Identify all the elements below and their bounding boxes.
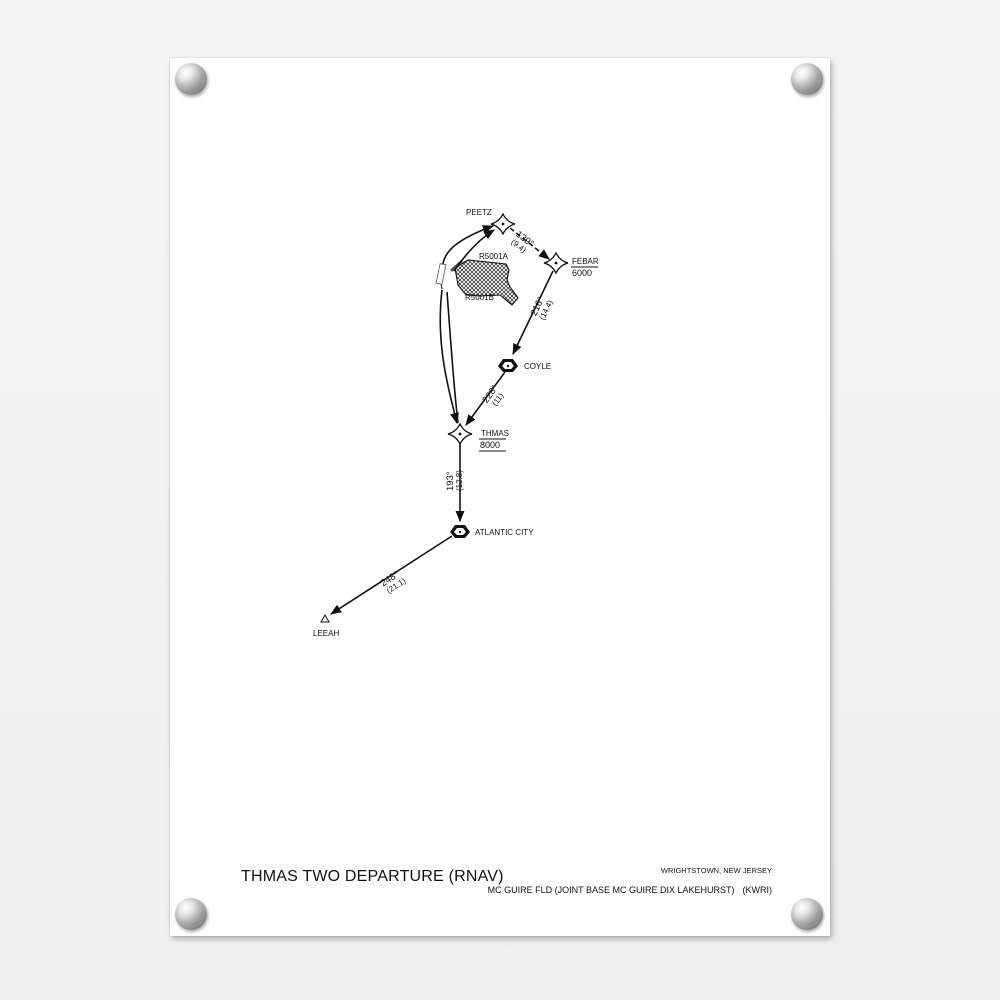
airport-line: MC GUIRE FLD (JOINT BASE MC GUIRE DIX LA… xyxy=(488,885,772,895)
label-leeah: LEEAH xyxy=(313,629,339,638)
leg-runway-thmas-2 xyxy=(446,291,459,424)
mounting-bolt-top-right xyxy=(791,63,823,95)
label-peetz: PEETZ xyxy=(466,208,492,217)
leg-runway-peetz xyxy=(442,225,495,265)
airport-name: MC GUIRE FLD (JOINT BASE MC GUIRE DIX LA… xyxy=(487,885,735,895)
leg-coyle-thmas xyxy=(465,371,506,426)
leg-label-febar-coyle: 216° (14.4) xyxy=(529,295,555,321)
chart-title: THMAS TWO DEPARTURE (RNAV) xyxy=(241,868,504,885)
leg-acy-leeah xyxy=(330,535,453,615)
label-febar: FEBAR xyxy=(572,257,599,266)
leg-runway-thmas-1 xyxy=(439,289,459,425)
waypoint-febar xyxy=(543,251,569,275)
altitude-febar: 6000 xyxy=(572,268,592,278)
mounting-bolt-bottom-right xyxy=(791,898,823,930)
vortac-atlantic-city xyxy=(450,525,470,538)
leg-label-coyle-thmas: 228° (11) xyxy=(480,383,505,408)
leg-label-thmas-acy: 193° (12.8) xyxy=(445,470,464,491)
restricted-airspace xyxy=(454,259,519,306)
label-r5001b: R5001B xyxy=(465,293,494,302)
fix-leeah xyxy=(320,613,330,623)
course-thmas-acy: 193° xyxy=(445,471,456,491)
vortac-coyle xyxy=(498,359,518,372)
label-r5001a: R5001A xyxy=(479,252,509,261)
waypoint-peetz xyxy=(490,212,516,236)
mounting-bolt-bottom-left xyxy=(175,898,207,930)
leg-peetz-febar xyxy=(509,227,550,260)
label-coyle: COYLE xyxy=(524,362,551,371)
leg-label-acy-leeah: 248° (21.1) xyxy=(379,569,408,595)
label-atlantic-city: ATLANTIC CITY xyxy=(475,528,534,537)
poster-panel xyxy=(170,58,830,936)
leg-label-peetz-febar: 139° (9.4) xyxy=(509,229,536,255)
airport-identifier: (KWRI) xyxy=(742,885,773,895)
altitude-thmas: 8000 xyxy=(480,440,500,450)
distance-thmas-acy: (12.8) xyxy=(455,470,464,491)
mounting-bolt-top-left xyxy=(175,63,207,95)
waypoint-thmas xyxy=(447,422,473,446)
chart-location: WRIGHTSTOWN, NEW JERSEY xyxy=(660,866,772,875)
leg-febar-coyle xyxy=(512,270,554,356)
leg-runway-peetz-alt xyxy=(453,229,495,272)
route-lines xyxy=(330,225,554,615)
label-thmas: THMAS xyxy=(481,429,509,438)
